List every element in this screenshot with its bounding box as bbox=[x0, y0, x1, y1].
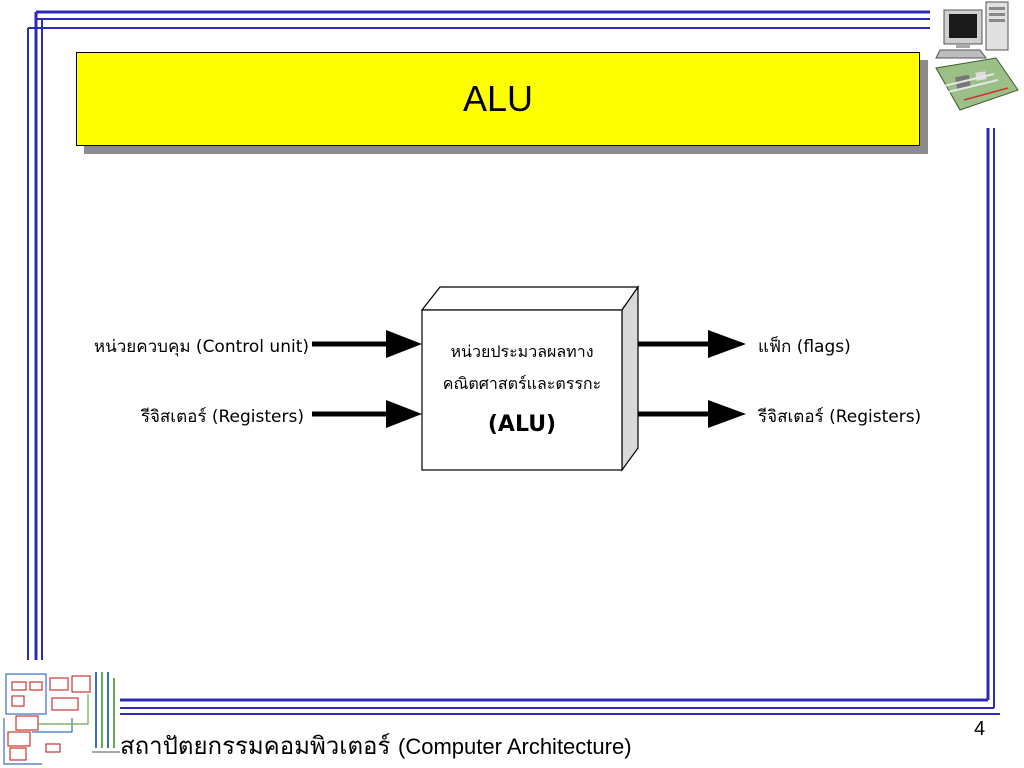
alu-box-front-face bbox=[421, 309, 623, 471]
alu-box-top-face bbox=[420, 286, 640, 311]
computer-clipart-icon bbox=[935, 1, 1019, 111]
alu-box-line1: หน่วยประมวลผลทาง bbox=[450, 342, 594, 361]
alu-box-side-face bbox=[621, 285, 639, 472]
architecture-thumbnail-icon bbox=[2, 668, 120, 766]
footer-thai-text: สถาปัตยกรรมคอมพิวเตอร์ bbox=[120, 732, 391, 760]
output-arrow-registers bbox=[638, 400, 746, 428]
input-label-control-unit: หน่วยควบคุม (Control unit) bbox=[93, 337, 309, 357]
alu-box-line2: คณิตศาสตร์และตรรกะ bbox=[442, 374, 602, 393]
input-arrow-control bbox=[312, 330, 422, 358]
output-label-registers: รีจิสเตอร์ (Registers) bbox=[758, 407, 922, 427]
input-arrow-registers bbox=[312, 400, 422, 428]
footer-english-text: (Computer Architecture) bbox=[398, 734, 632, 759]
output-label-flags: แฟ็ก (flags) bbox=[758, 337, 851, 357]
page-title-text: ALU bbox=[462, 78, 534, 119]
alu-box-line3: (ALU) bbox=[487, 412, 557, 437]
page-number: 4 bbox=[974, 718, 986, 740]
output-arrow-flags bbox=[638, 330, 746, 358]
page-title: ALU bbox=[76, 52, 920, 146]
footer-course-title: สถาปัตยกรรมคอมพิวเตอร์ (Computer Archite… bbox=[120, 726, 632, 765]
input-label-registers: รีจิสเตอร์ (Registers) bbox=[140, 407, 304, 427]
